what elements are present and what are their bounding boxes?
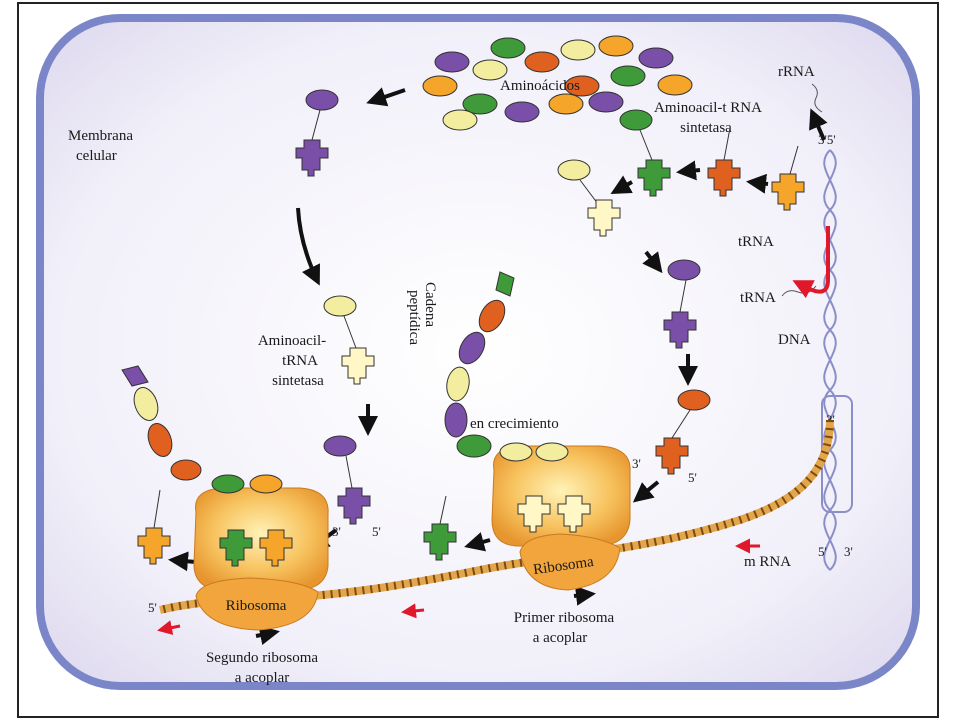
synthetase-left-label-3: sintetasa	[272, 373, 324, 389]
peptide-chain-growing	[444, 271, 515, 458]
synthetase-left-label-1: Aminoacil-	[258, 333, 326, 349]
segundo-ribosoma-label-2: a acoplar	[235, 670, 290, 686]
membrana-label-2: celular	[76, 148, 117, 164]
trna-purple-incoming-left	[323, 435, 371, 525]
trna-label-1: tRNA	[738, 234, 774, 250]
trna-label-2: tRNA	[740, 290, 776, 306]
ribosome-first	[491, 442, 631, 591]
dna-label: DNA	[778, 332, 811, 348]
rrna-strand	[811, 83, 823, 113]
mrna-direction-arrow-mid	[401, 603, 425, 619]
ribosome-second	[193, 474, 329, 631]
primer-ribosoma-label-2: a acoplar	[533, 630, 588, 646]
mrna-5prime: 5'	[148, 600, 157, 615]
synthetase-left-label-2: tRNA	[282, 353, 318, 369]
dna-inner-3prime: 3'	[826, 412, 835, 427]
trna-green-right	[619, 109, 671, 197]
peptide-chain-label-3: en crecimiento	[470, 416, 559, 432]
amino-acid-cluster	[422, 35, 693, 131]
peptide-chain-left	[121, 365, 202, 481]
trna-orange-small-right	[771, 145, 805, 211]
dna-top-3-5: 3'5'	[818, 132, 836, 147]
trna-transcript-red	[792, 226, 830, 299]
right-trna-5prime: 5'	[688, 470, 697, 485]
trna-purple-upper	[295, 89, 339, 177]
peptide-chain-label-1: Cadena	[422, 282, 438, 327]
rrna-label: rRNA	[778, 64, 815, 80]
right-trna-3prime: 3'	[632, 456, 641, 471]
synthetase-top-label-1: Aminoacil-t RNA	[654, 100, 762, 116]
left-trna-3prime: 3'	[332, 524, 341, 539]
trna-orange-incoming-right	[655, 389, 711, 475]
synthetase-top-label-2: sintetasa	[680, 120, 732, 136]
trna-yellow-left	[323, 295, 375, 385]
dna-bottom-3prime: 3'	[844, 544, 853, 559]
segundo-ribosoma-label-1: Segundo ribosoma	[206, 650, 318, 666]
peptide-chain-label-2: peptídica	[406, 290, 422, 345]
dna-bottom-5prime: 5'	[818, 544, 827, 559]
trna-released-left	[137, 489, 171, 565]
trna-released-middle	[423, 495, 457, 561]
membrana-label-1: Membrana	[68, 128, 133, 144]
mrna-direction-arrow-left	[157, 620, 181, 636]
aminoacidos-label: Aminoácidos	[500, 78, 580, 94]
trna-purple-right	[663, 259, 701, 349]
left-trna-5prime: 5'	[372, 524, 381, 539]
mrna-label: m RNA	[744, 554, 791, 570]
ribosome-second-label: Ribosoma	[226, 598, 287, 614]
trna-orange-right	[707, 127, 741, 197]
primer-ribosoma-label-1: Primer ribosoma	[514, 610, 615, 626]
trna-yellow-right	[557, 159, 621, 237]
